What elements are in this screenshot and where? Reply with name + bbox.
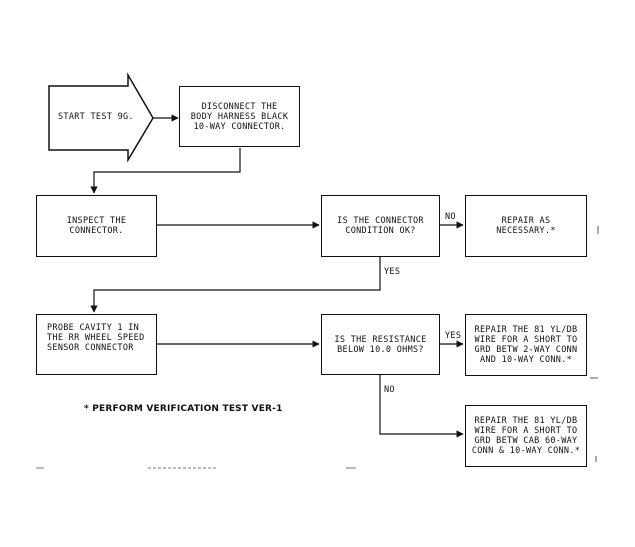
step-inspect-label: INSPECT THE CONNECTOR. xyxy=(66,216,127,236)
edge-label-condition-yes: YES xyxy=(384,267,401,277)
step-probe-box: PROBE CAVITY 1 IN THE RR WHEEL SPEED SEN… xyxy=(36,314,157,375)
action-repair-2way-box: REPAIR THE 81 YL/DB WIRE FOR A SHORT TO … xyxy=(465,314,587,376)
decision-condition-label: IS THE CONNECTOR CONDITION OK? xyxy=(337,216,424,236)
step-inspect-box: INSPECT THE CONNECTOR. xyxy=(36,195,157,257)
step-probe-label: PROBE CAVITY 1 IN THE RR WHEEL SPEED SEN… xyxy=(47,323,145,353)
edge-label-resistance-yes: YES xyxy=(445,331,462,341)
action-repair-60way-label: REPAIR THE 81 YL/DB WIRE FOR A SHORT TO … xyxy=(471,416,581,456)
edge-label-condition-no: NO xyxy=(445,212,456,222)
edge-disconnect-inspect xyxy=(90,148,241,194)
edge-condition-yes xyxy=(90,257,381,313)
start-label: START TEST 9G. xyxy=(58,112,134,122)
step-disconnect-label: DISCONNECT THE BODY HARNESS BLACK 10-WAY… xyxy=(190,101,289,132)
action-repair-necessary-box: REPAIR AS NECESSARY.* xyxy=(465,195,587,257)
decision-resistance-box: IS THE RESISTANCE BELOW 10.0 OHMS? xyxy=(321,314,440,375)
footnote-verification: * PERFORM VERIFICATION TEST VER-1 xyxy=(84,404,283,414)
step-disconnect-box: DISCONNECT THE BODY HARNESS BLACK 10-WAY… xyxy=(179,86,300,147)
action-repair-60way-box: REPAIR THE 81 YL/DB WIRE FOR A SHORT TO … xyxy=(465,405,587,467)
edge-resistance-no xyxy=(379,375,464,438)
action-repair-2way-label: REPAIR THE 81 YL/DB WIRE FOR A SHORT TO … xyxy=(474,325,578,365)
action-repair-necessary-label: REPAIR AS NECESSARY.* xyxy=(496,216,556,236)
decision-condition-box: IS THE CONNECTOR CONDITION OK? xyxy=(321,195,440,257)
edge-label-resistance-no: NO xyxy=(384,385,395,395)
decision-resistance-label: IS THE RESISTANCE BELOW 10.0 OHMS? xyxy=(334,334,427,355)
start-arrow-shape xyxy=(48,72,154,163)
